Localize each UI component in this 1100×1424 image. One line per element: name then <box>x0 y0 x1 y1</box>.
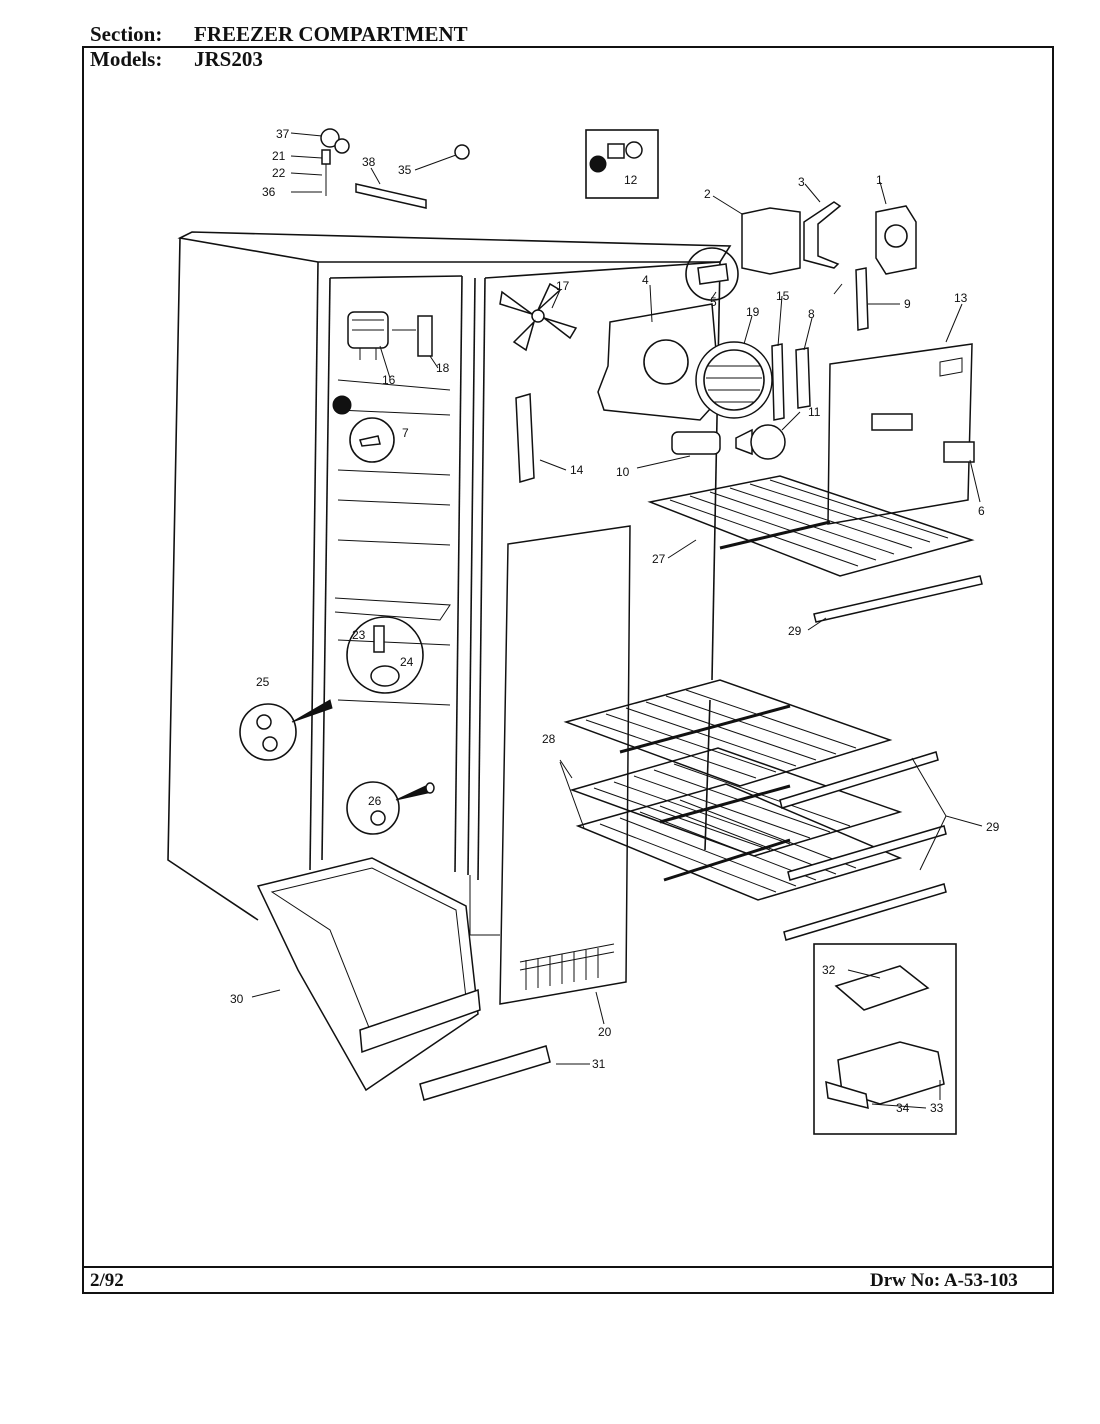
callout-20: 20 <box>598 1025 612 1039</box>
callout-23: 23 <box>352 628 366 642</box>
callout-29a: 29 <box>788 624 802 638</box>
callout-17: 17 <box>556 279 570 293</box>
callout-27: 27 <box>652 552 666 566</box>
callout-7: 7 <box>402 426 409 440</box>
callout-37: 37 <box>276 127 290 141</box>
callout-16: 16 <box>382 373 396 387</box>
freezer-cabinet <box>167 231 732 936</box>
wire-shelf-27 <box>647 475 975 577</box>
callout-21: 21 <box>272 149 286 163</box>
models-value: JRS203 <box>194 47 263 71</box>
fan-motor-bracket <box>597 247 773 421</box>
callout-6: 6 <box>978 504 985 518</box>
evaporator-fan-blade <box>499 282 578 352</box>
callout-10: 10 <box>616 465 630 479</box>
callout-5: 5 <box>710 295 717 309</box>
callout-18: 18 <box>436 361 450 375</box>
light-assembly <box>671 424 786 460</box>
callout-28: 28 <box>542 732 556 746</box>
footer-divider <box>82 1266 1054 1268</box>
detail-circle-26 <box>346 781 400 835</box>
callout-8: 8 <box>808 307 815 321</box>
wire-shelves-28 <box>563 679 903 901</box>
footer-date: 2/92 <box>90 1270 124 1291</box>
shelf-track-29d <box>783 883 947 941</box>
trim-strip-14 <box>515 393 535 483</box>
models-label: Models: <box>90 47 163 71</box>
callout-29b: 29 <box>986 820 1000 834</box>
shelf-track-29a <box>813 575 983 623</box>
callout-33: 33 <box>930 1101 944 1115</box>
callout-31: 31 <box>592 1057 606 1071</box>
callout-11: 11 <box>808 405 821 419</box>
detail-circle-23-24 <box>346 616 424 694</box>
section-title: FREEZER COMPARTMENT <box>194 22 468 46</box>
bin-rail-31 <box>419 1045 551 1101</box>
diagram-frame <box>82 46 1054 1294</box>
callout-9: 9 <box>904 297 911 311</box>
callout-labels: 1 2 3 4 5 6 7 8 9 10 11 12 13 14 15 16 1… <box>230 127 1000 1115</box>
section-label: Section: <box>90 22 163 46</box>
callout-30: 30 <box>230 992 244 1006</box>
drawing-number: Drw No: A-53-103 <box>870 1270 1018 1291</box>
callout-1: 1 <box>876 173 883 187</box>
callout-36: 36 <box>262 185 276 199</box>
trim-strip-8 <box>795 347 811 409</box>
callout-25: 25 <box>256 675 270 689</box>
callout-4: 4 <box>642 273 649 287</box>
callout-leaders <box>251 132 983 1109</box>
detail-box-12 <box>585 129 659 199</box>
temperature-control <box>332 311 433 415</box>
bracket-parts <box>741 201 917 331</box>
shelf-track-29b <box>779 751 939 809</box>
callout-3: 3 <box>798 175 805 189</box>
callout-15: 15 <box>776 289 790 303</box>
detail-circle-7 <box>349 417 395 463</box>
callout-34: 34 <box>896 1101 910 1115</box>
hinge-parts <box>320 128 470 209</box>
callout-2: 2 <box>704 187 711 201</box>
callout-24: 24 <box>400 655 414 669</box>
callout-13: 13 <box>954 291 968 305</box>
detail-circle-25 <box>239 703 297 761</box>
callout-22: 22 <box>272 166 286 180</box>
callout-19: 19 <box>746 305 760 319</box>
callout-26: 26 <box>368 794 382 808</box>
evaporator-cover <box>827 343 975 525</box>
callout-38: 38 <box>362 155 376 169</box>
callout-32: 32 <box>822 963 836 977</box>
callout-35: 35 <box>398 163 412 177</box>
shelf-track-29c <box>787 825 947 881</box>
divider-panel <box>499 525 631 1005</box>
freezer-bin <box>256 857 481 1092</box>
trim-strip-15 <box>771 343 785 421</box>
callout-14: 14 <box>570 463 584 477</box>
ice-tray-box <box>813 943 957 1135</box>
callout-12: 12 <box>624 173 638 187</box>
